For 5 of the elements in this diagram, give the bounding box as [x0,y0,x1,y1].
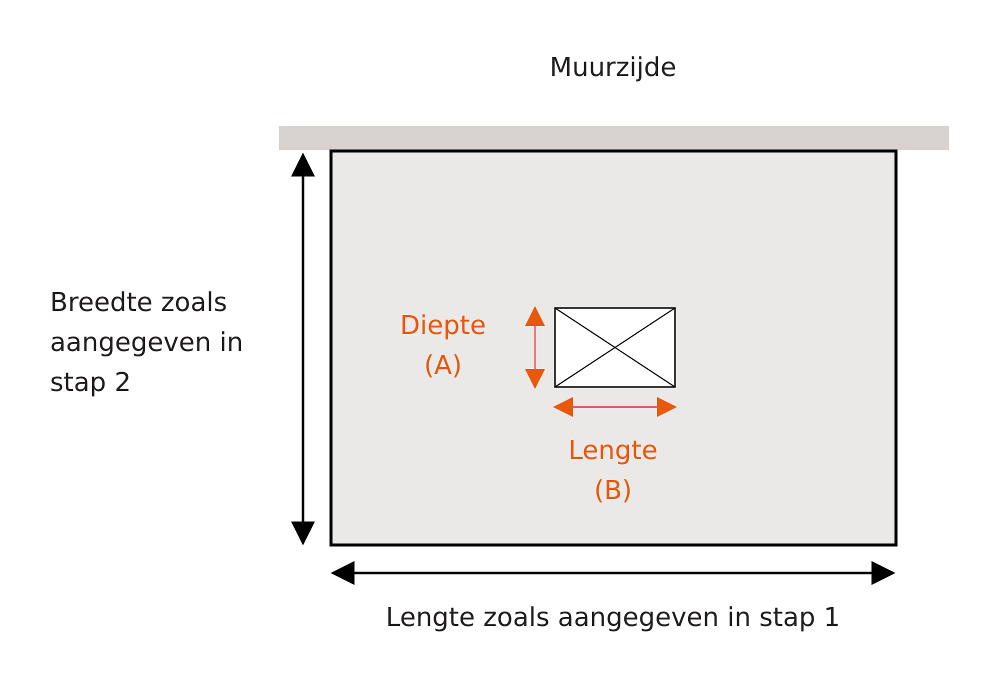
length-label: Lengte (B) [567,435,659,508]
wall-label: Muurzijde [548,52,678,85]
depth-label: Diepte (A) [399,310,487,383]
length-dimension-label: Lengte zoals aangegeven in stap 1 [384,602,842,635]
width-label: Breedte zoals aangegeven in stap 2 [50,287,244,400]
